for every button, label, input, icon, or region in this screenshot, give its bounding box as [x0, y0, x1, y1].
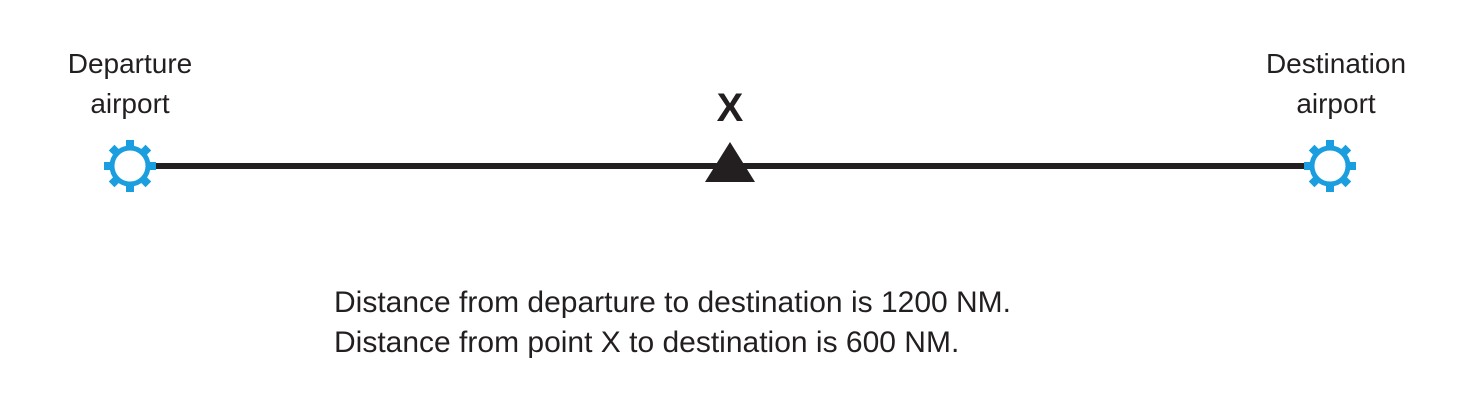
- distance-note-total: Distance from departure to destination i…: [334, 286, 1012, 319]
- departure-label-line1: Departure: [67, 48, 193, 79]
- departure-airport-label: Departure airport: [30, 44, 230, 124]
- departure-airport-icon: [104, 140, 156, 192]
- destination-airport-icon: [1304, 140, 1356, 192]
- destination-label-line2: airport: [1296, 88, 1376, 119]
- triangle-marker-icon: [705, 142, 755, 182]
- destination-label-line1: Destination: [1265, 48, 1407, 79]
- distance-note-point-x: Distance from point X to destination is …: [334, 326, 960, 359]
- destination-airport-label: Destination airport: [1228, 44, 1444, 124]
- point-x-label: X: [716, 86, 744, 130]
- distance-notes: Distance from departure to destination i…: [334, 283, 1234, 363]
- departure-label-line2: airport: [90, 88, 170, 119]
